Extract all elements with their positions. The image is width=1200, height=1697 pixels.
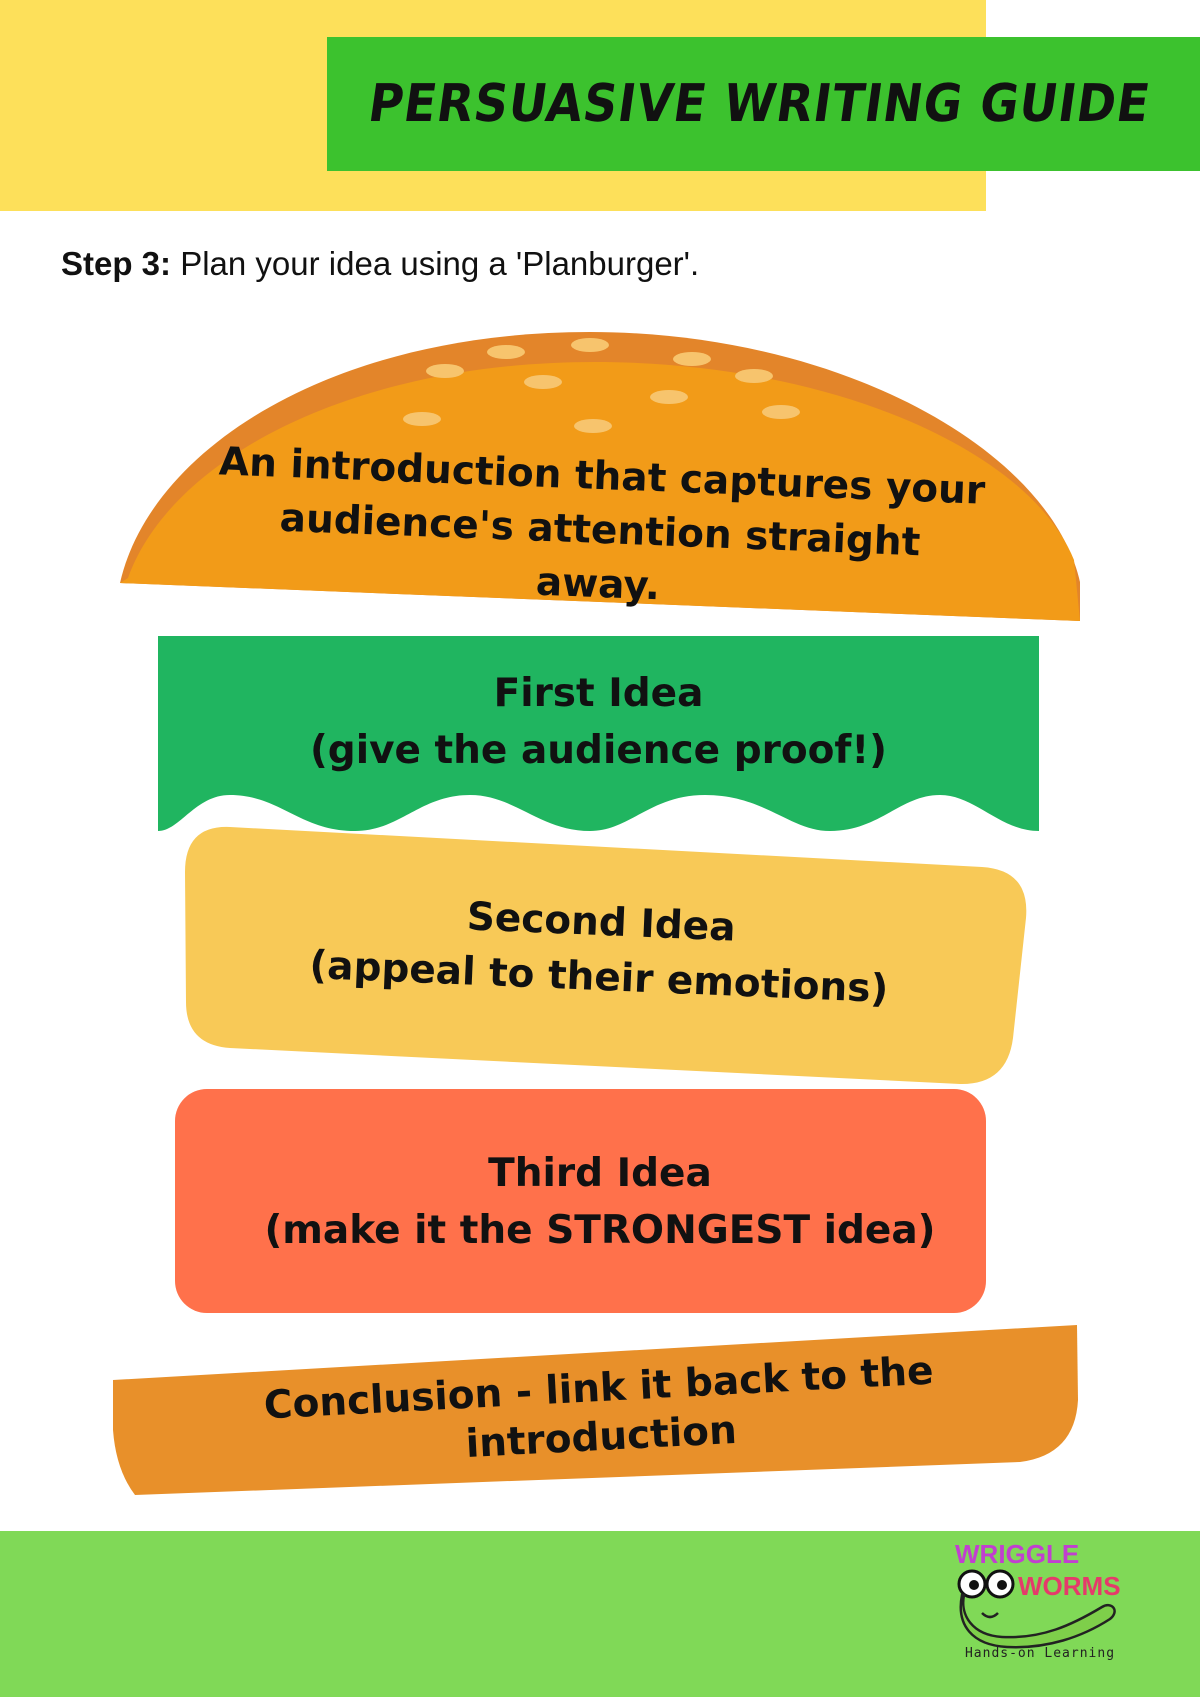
step-text: Plan your idea using a 'Planburger'. — [171, 245, 700, 282]
sesame-seeds — [403, 338, 800, 433]
top-bun-text: An introduction that captures your audie… — [218, 439, 986, 609]
lettuce-layer — [158, 636, 1039, 831]
patty-layer — [175, 1089, 986, 1313]
third-idea-text: Third Idea (make it the STRONGEST idea) — [264, 1151, 936, 1253]
bottom-bun — [113, 1325, 1078, 1495]
footer-bar — [0, 1531, 1200, 1697]
cheese-layer — [185, 826, 1027, 1085]
logo-word-worms: WORMS — [1018, 1571, 1121, 1601]
step-instruction: Step 3: Plan your idea using a 'Planburg… — [61, 245, 699, 283]
wriggle-worms-logo: WRIGGLE WORMS — [955, 1539, 1121, 1649]
logo-word-wriggle: WRIGGLE — [955, 1539, 1079, 1569]
title-banner: PERSUASIVE WRITING GUIDE — [327, 37, 1200, 171]
step-label: Step 3: — [61, 245, 172, 282]
first-idea-text: First Idea (give the audience proof!) — [309, 671, 888, 773]
logo-tagline: Hands-on Learning — [964, 1646, 1116, 1661]
top-bun — [120, 332, 1080, 621]
logo-worm-body — [959, 1593, 1116, 1649]
